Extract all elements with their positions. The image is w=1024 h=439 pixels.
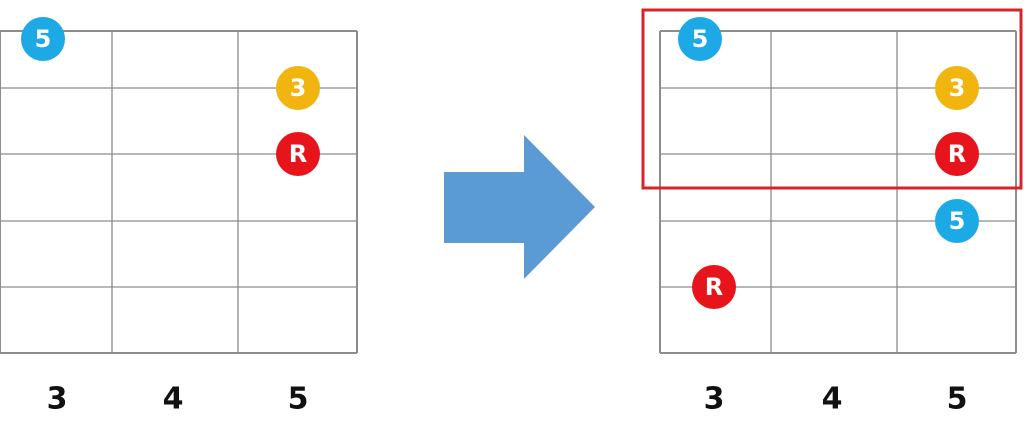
note-label: 5 [692,25,709,53]
note-label: 5 [35,25,52,53]
note-circle [276,66,320,110]
highlight-box [641,8,1023,190]
fret-number-label: 5 [288,382,309,417]
fret-number-label: 4 [822,382,843,417]
note-label: R [948,140,966,168]
fret-number-label: 5 [947,382,968,417]
note-fifth-dot: 5 [21,17,65,61]
note-third-dot: 3 [276,66,320,110]
note-label: 3 [290,74,307,102]
note-root-dot: R [692,265,736,309]
note-circle [692,265,736,309]
note-circle [935,66,979,110]
fret-number-label: 4 [163,382,184,417]
note-label: R [289,140,307,168]
note-root-dot: R [276,132,320,176]
note-label: 3 [949,74,966,102]
note-fifth-dot: 5 [678,17,722,61]
note-fifth-dot: 5 [935,199,979,243]
note-third-dot: 3 [935,66,979,110]
note-circle [935,199,979,243]
note-label: R [705,273,723,301]
note-root-dot: R [935,132,979,176]
arrow-right-icon [444,135,595,279]
note-circle [935,132,979,176]
fret-number-label: 3 [47,382,68,417]
arrow-shape [444,135,595,279]
note-circle [276,132,320,176]
note-circle [21,17,65,61]
fret-number-label: 3 [704,382,725,417]
note-circle [678,17,722,61]
note-label: 5 [949,207,966,235]
